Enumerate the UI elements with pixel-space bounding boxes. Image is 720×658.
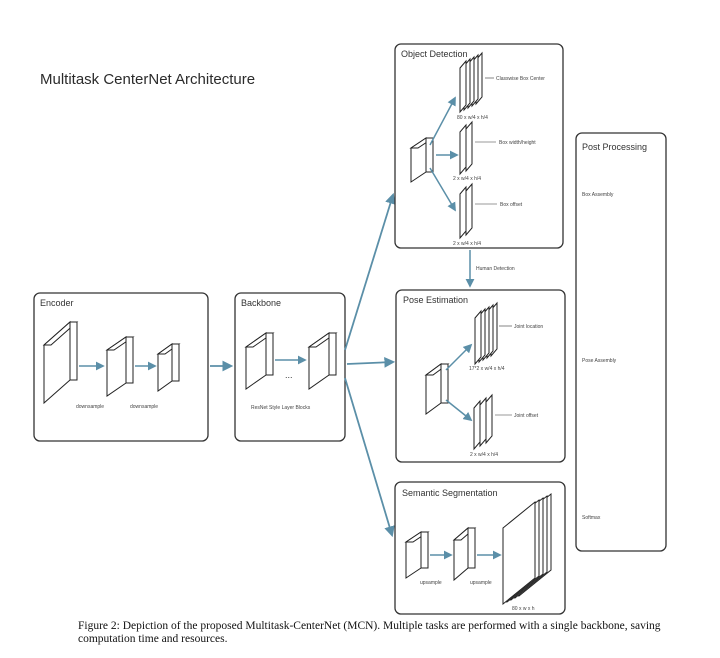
backbone-ellipsis: ... [285,370,293,380]
backbone-block-1 [244,332,275,390]
segmentation-block-1 [404,531,430,579]
pose-input-block [424,363,450,415]
backbone-blocks-label: ResNet Style Layer Blocks [251,405,311,411]
encoder-step1-label: downsample [76,404,104,410]
backbone-block-2 [307,332,338,390]
post-processing-panel: Post Processing Box Assembly Pose Assemb… [575,132,667,552]
post-processing-item-pose-assembly: Pose Assembly [582,358,617,364]
classwise-box-center-block [459,51,483,114]
human-detection-label: Human Detection [476,266,515,272]
encoder-block-2 [105,336,135,397]
joint-offset-block [473,393,493,451]
object-detection-input-block [409,137,435,183]
diagram-title: Multitask CenterNet Architecture [40,71,255,88]
object-detection-label: Object Detection [401,49,468,59]
encoder-step2-label: downsample [130,404,158,410]
box-offset-block [459,182,473,240]
backbone-panel: Backbone ... ResNet Style Layer Blocks [234,292,346,442]
segmentation-output-block [502,492,552,606]
segmentation-step2-label: upsample [470,580,492,586]
pose-head2-name: Joint offset [514,413,539,419]
pose-arrow-2 [445,399,473,422]
post-processing-item-softmax: Softmax [582,515,601,521]
semantic-segmentation-label: Semantic Segmentation [402,488,498,498]
semantic-segmentation-panel: Semantic Segmentation upsample upsample … [394,481,566,615]
od-head2-name: Box width/height [499,140,536,146]
backbone-to-object-detection-arrow [344,192,396,351]
pose-estimation-panel: Pose Estimation Joint location 17*2 x w/… [395,289,566,463]
segmentation-block-2 [452,526,477,582]
od-head3-dims: 2 x w/4 x h/4 [453,241,481,247]
encoder-label: Encoder [40,298,74,308]
od-head1-name: Classwise Box Center [496,76,545,82]
pose-head1-dims: 17*2 x w/4 x h/4 [469,366,505,372]
encoder-block-3 [156,343,181,392]
od-arrow-1 [429,96,456,146]
pose-head1-name: Joint location [514,324,543,330]
post-processing-label: Post Processing [582,142,647,152]
segmentation-step1-label: upsample [420,580,442,586]
od-head2-dims: 2 x w/4 x h/4 [453,176,481,182]
joint-location-block [474,301,498,366]
object-detection-panel: Object Detection Classwise Box Center 80… [394,43,564,249]
pose-estimation-label: Pose Estimation [403,295,468,305]
od-arrow-3 [429,167,456,212]
segmentation-output-dims: 80 x w x h [512,606,535,612]
encoder-block-1 [42,320,79,405]
pose-arrow-1 [445,343,473,371]
backbone-label: Backbone [241,298,281,308]
box-width-height-block [459,120,473,176]
figure-caption: Figure 2: Depiction of the proposed Mult… [78,620,661,645]
od-head3-name: Box offset [500,202,523,208]
od-head1-dims: 80 x w/4 x h/4 [457,115,488,121]
backbone-to-pose-estimation-arrow [346,356,396,368]
post-processing-item-box-assembly: Box Assembly [582,192,614,198]
backbone-to-segmentation-arrow [344,377,395,538]
pose-head2-dims: 2 x w/4 x h/4 [470,452,498,458]
encoder-panel: Encoder downsample downsample [33,292,209,442]
